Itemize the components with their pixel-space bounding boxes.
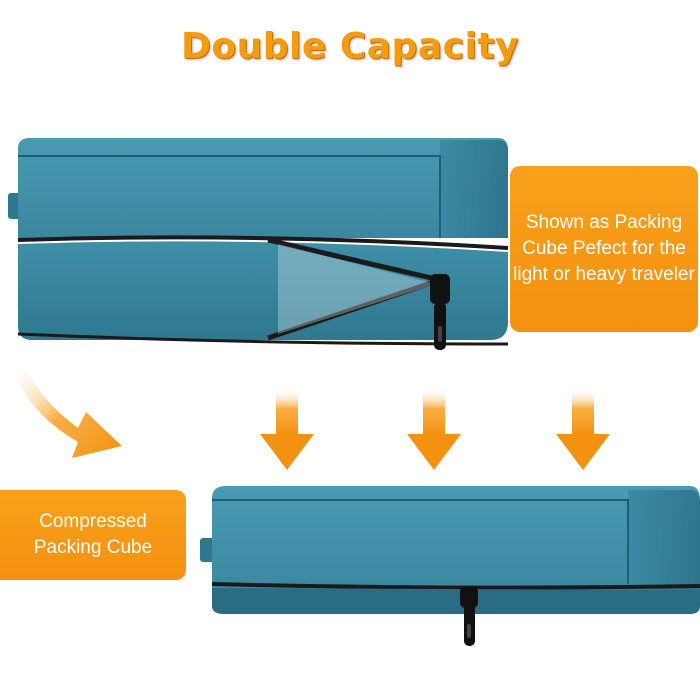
- down-arrow-icon: [556, 388, 610, 470]
- expanded-cube: [8, 138, 509, 350]
- zipper-pull-icon: [460, 586, 478, 646]
- handle-tab: [200, 538, 214, 562]
- cube-lid: [212, 486, 700, 600]
- callout-compressed-text: Compressed Packing Cube: [33, 511, 153, 558]
- zipper-pull-icon: [430, 274, 450, 350]
- down-arrow-icon: [260, 388, 314, 470]
- compressed-cube: [200, 486, 700, 646]
- compress-arrows: [14, 362, 610, 470]
- callout-expanded: Shown as Packing Cube Pefect for the lig…: [510, 166, 698, 332]
- curved-arrow-icon: [14, 362, 122, 458]
- callout-compressed: Compressed Packing Cube: [0, 490, 186, 580]
- expansion-zipper: [211, 582, 700, 590]
- headline: Double Capacity: [181, 26, 519, 67]
- callout-expanded-text: Shown as Packing Cube Pefect for the lig…: [513, 212, 695, 285]
- down-arrow-icon: [407, 388, 461, 470]
- expansion-zipper: [17, 235, 509, 250]
- cube-lid: [18, 138, 508, 238]
